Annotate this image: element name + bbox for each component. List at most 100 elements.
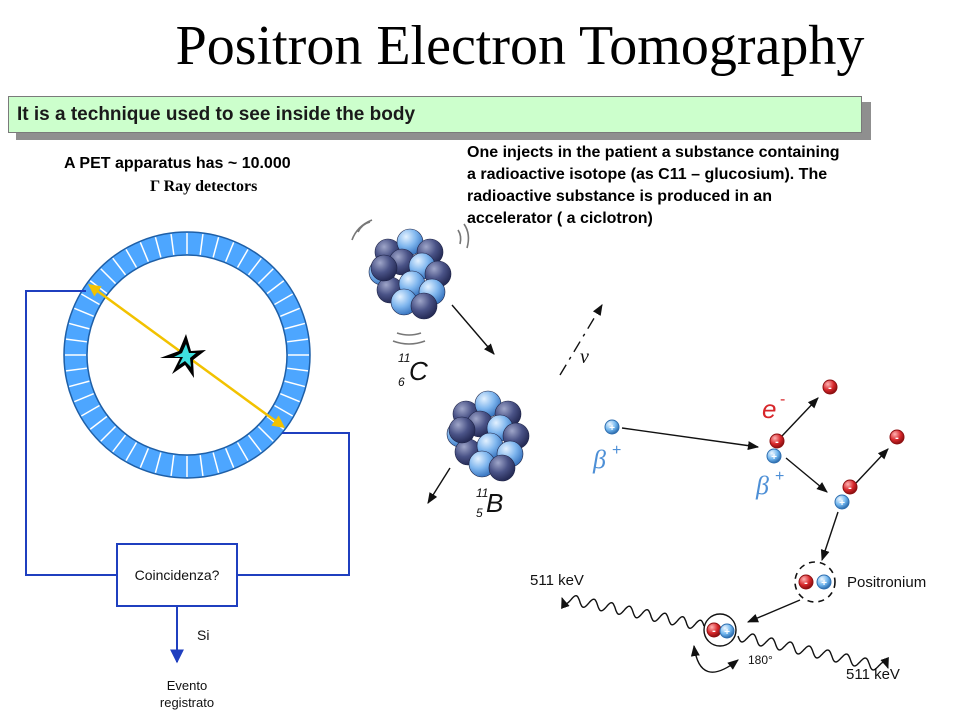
detector-segment: [199, 233, 204, 255]
nucleon: [370, 254, 398, 282]
definition-text: It is a technique used to see inside the…: [17, 104, 416, 125]
detector-segment: [68, 322, 90, 330]
svg-text:+: +: [771, 452, 777, 463]
beta-plus-sup-2: +: [775, 468, 784, 485]
gamma-photon-right: [737, 633, 889, 671]
vibration-marks-icon: [351, 219, 470, 345]
svg-text:-: -: [895, 432, 899, 444]
detector-segment: [212, 236, 220, 258]
injection-line: a radioactive isotope (as C11 – glucosiu…: [467, 166, 828, 183]
positron-particle: +: [834, 494, 850, 510]
definition-banner: It is a technique used to see inside the…: [8, 96, 862, 133]
svg-text:-: -: [828, 382, 832, 394]
coincidence-wires: [25, 290, 350, 664]
svg-text:+: +: [821, 578, 827, 589]
detector-segment: [125, 442, 138, 462]
positron-particle: +: [604, 419, 620, 435]
detector-segment: [224, 241, 235, 262]
detector-segment: [112, 257, 127, 276]
electron-label: e: [762, 394, 776, 424]
angle-arc: [690, 644, 739, 673]
carbon-mass-number: 11: [398, 351, 410, 365]
detector-segment: [154, 452, 162, 474]
detector-segment: [65, 338, 87, 343]
detector-segment: [212, 452, 220, 474]
boron-symbol: B: [486, 488, 503, 518]
carbon-11-nucleus: [368, 228, 452, 320]
detector-segment: [170, 233, 175, 255]
detector-segment: [284, 322, 306, 330]
pet-detector-count-caption: A PET apparatus has ~ 10.000: [64, 155, 291, 172]
detector-segment: [112, 434, 127, 453]
detector-segment: [100, 425, 117, 442]
detector-segment: [125, 248, 138, 268]
carbon-atomic-number: 6: [398, 375, 405, 389]
svg-text:+: +: [839, 498, 845, 509]
coincidence-box: [116, 543, 238, 607]
electron-particle: -: [706, 622, 722, 638]
injection-line: One injects in the patient a substance c…: [467, 144, 840, 161]
electron-particle: -: [889, 429, 905, 445]
detector-segment: [65, 367, 87, 372]
beta-plus-sup: +: [612, 442, 621, 459]
detector-segment: [224, 448, 235, 469]
boron-mass-number: 11: [476, 486, 488, 500]
nucleon: [410, 292, 438, 320]
energy-label-left: 511 keV: [530, 572, 584, 589]
detector-segment: [170, 455, 175, 477]
yes-label: Si: [197, 627, 209, 643]
neutrino-label: ν: [580, 346, 589, 368]
slide-title: Positron Electron Tomography: [175, 15, 865, 77]
boron-11-nucleus: [446, 390, 530, 482]
electron-particle: -: [769, 433, 785, 449]
svg-text:+: +: [724, 627, 730, 638]
svg-text:-: -: [848, 482, 852, 494]
injection-line: accelerator ( a ciclotron): [467, 210, 653, 227]
svg-text:-: -: [804, 577, 808, 589]
electron-sup: -: [780, 391, 785, 408]
coincidence-label: Coincidenza?: [135, 567, 220, 583]
detector-segment: [247, 257, 262, 276]
positron-particle: +: [816, 574, 832, 590]
positron-particle: +: [719, 623, 735, 639]
electron-particle: -: [822, 379, 838, 395]
beta-plus-label-2: β: [755, 471, 769, 500]
positronium-label: Positronium: [847, 574, 926, 591]
detector-segment: [287, 367, 309, 372]
boron-atomic-number: 5: [476, 506, 483, 520]
angle-label: 180°: [748, 653, 773, 667]
svg-text:-: -: [712, 625, 716, 637]
detector-segment: [139, 448, 150, 469]
positronium-orbit: [794, 561, 836, 603]
nucleon: [488, 454, 516, 482]
svg-text:-: -: [775, 436, 779, 448]
recorded-event-label-2: registrato: [160, 695, 214, 710]
detector-segment: [154, 236, 162, 258]
decay-arrows: [427, 304, 889, 623]
electron-particle: -: [798, 574, 814, 590]
energy-label-right: 511 keV: [846, 666, 900, 683]
svg-text:+: +: [609, 423, 615, 434]
annihilation-star-icon: [160, 334, 206, 378]
electron-particle: -: [842, 479, 858, 495]
detector-segment: [199, 455, 204, 477]
injection-line: radioactive substance is produced in an: [467, 188, 772, 205]
detector-segment: [287, 338, 309, 343]
detector-segment: [68, 380, 90, 388]
gamma-photon-left: [561, 594, 705, 630]
positron-particle: +: [766, 448, 782, 464]
beta-plus-label: β: [592, 445, 606, 474]
detector-segment: [100, 268, 117, 285]
gamma-ray-detectors-caption: Γ Ray detectors: [150, 178, 258, 195]
nucleon: [448, 416, 476, 444]
carbon-symbol: C: [409, 356, 428, 386]
detector-segment: [247, 434, 262, 453]
recorded-event-label-1: Evento: [167, 678, 207, 693]
detector-segment: [236, 248, 249, 268]
detector-segment: [139, 241, 150, 262]
detector-segment: [236, 442, 249, 462]
detector-segment: [257, 268, 274, 285]
detector-segment: [257, 425, 274, 442]
detector-segment: [284, 380, 306, 388]
